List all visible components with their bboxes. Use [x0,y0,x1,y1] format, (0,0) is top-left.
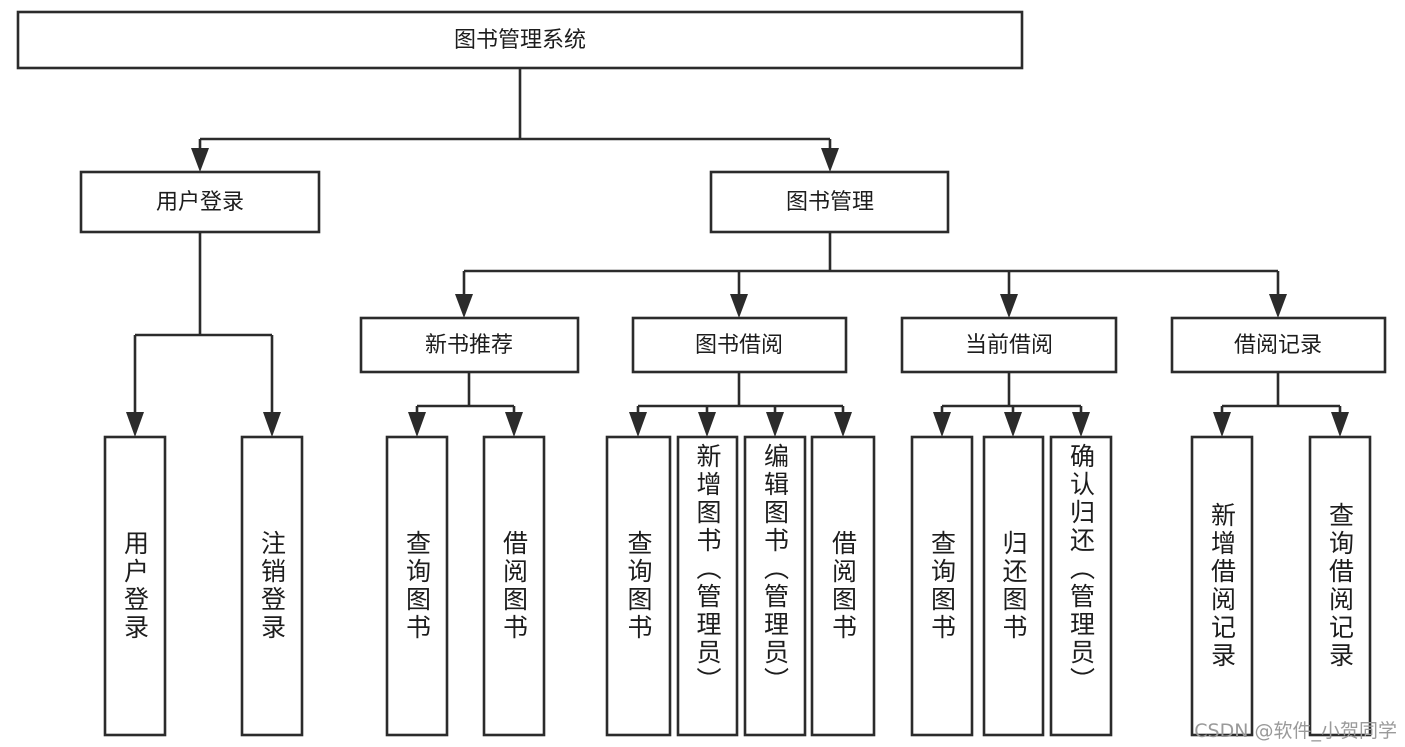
node-box-new-book-rec[interactable] [359,316,580,374]
node-label-user-login: 用户登录 [156,190,244,215]
arrow-head-leaf-query-book-rec [408,412,426,437]
arrow-head-leaf-confirm-return [1072,412,1090,437]
arrow-head-leaf-query-book-borrow [629,412,647,437]
arrow-head-leaf-add-record [1213,412,1231,437]
node-box-user-login[interactable] [79,170,321,234]
arrow-head-leaf-user-login [126,412,144,437]
node-box-book-borrow[interactable] [631,316,848,374]
node-box-leaf-query-book-cur[interactable] [910,435,974,737]
arrow-head-new-book-rec [455,294,473,318]
node-box-leaf-add-record[interactable] [1190,435,1254,737]
node-label-new-book-rec: 新书推荐 [425,333,513,358]
node-box-leaf-query-record[interactable] [1308,435,1372,737]
arrow-head-leaf-borrow-book-rec [505,412,523,437]
arrow-head-book-manage [821,148,839,172]
arrow-head-leaf-add-book [698,412,716,437]
node-layer: 图书管理系统 用户登录 图书管理 新书推荐 图书借阅 当前借阅 借阅记录 [16,10,1387,737]
node-box-leaf-borrow-book-rec[interactable] [482,435,546,737]
arrow-head-leaf-return-book [1004,412,1022,437]
node-label-current-borrow: 当前借阅 [965,333,1053,358]
node-box-leaf-user-login[interactable] [103,435,167,737]
node-box-leaf-borrow-book[interactable] [810,435,876,737]
node-box-leaf-logout[interactable] [240,435,304,737]
node-box-leaf-return-book[interactable] [982,435,1045,737]
node-label-root: 图书管理系统 [454,28,586,53]
node-box-leaf-query-book-rec[interactable] [385,435,449,737]
arrow-head-user-login [191,148,209,172]
arrow-head-leaf-logout [263,412,281,437]
node-box-leaf-add-book[interactable] [676,435,739,737]
node-label-book-borrow: 图书借阅 [695,333,783,358]
arrow-head-leaf-query-record [1331,412,1349,437]
node-box-leaf-query-book-borrow[interactable] [605,435,672,737]
node-box-leaf-edit-book[interactable] [743,435,807,737]
node-box-root[interactable] [16,10,1024,70]
arrow-head-leaf-borrow-book [834,412,852,437]
watermark-text: CSDN @软件_小贺同学 [1194,720,1397,742]
arrow-head-leaf-query-book-cur [933,412,951,437]
node-label-borrow-record: 借阅记录 [1234,333,1322,358]
node-box-leaf-confirm-return[interactable] [1049,435,1113,737]
connector-layer [126,68,1349,437]
node-label-book-manage: 图书管理 [786,190,874,215]
node-box-book-manage[interactable] [709,170,950,234]
node-box-current-borrow[interactable] [900,316,1118,374]
arrow-head-book-borrow [730,294,748,318]
node-box-borrow-record[interactable] [1170,316,1387,374]
arrow-head-borrow-record [1269,294,1287,318]
arrow-head-current-borrow [1000,294,1018,318]
arrow-head-leaf-edit-book [766,412,784,437]
